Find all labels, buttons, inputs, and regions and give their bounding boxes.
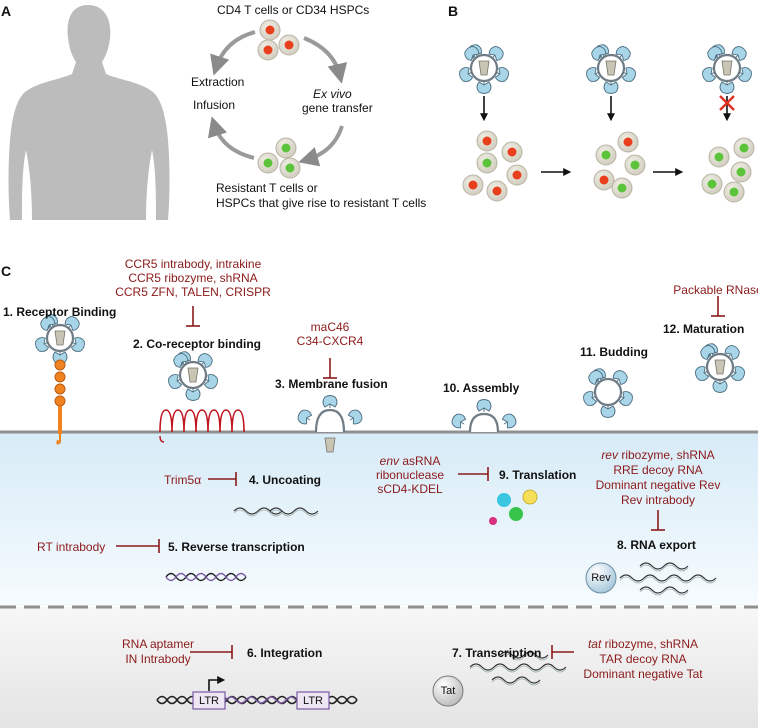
fusion-virus [295, 395, 365, 453]
rev-gene-label: rev [601, 448, 618, 462]
step-12-label: 12. Maturation [663, 322, 745, 336]
gene-transfer-label: gene transfer [302, 101, 373, 115]
transcription-inhibitor-2: TAR decoy RNA [599, 652, 687, 666]
maturation-inhibitor: Packable RNase [673, 283, 758, 297]
fusion-inhibitor-2: C34-CXCR4 [296, 334, 364, 348]
translation-inhibitor-2: ribonuclease [375, 468, 445, 482]
step-5-label: 5. Reverse transcription [168, 540, 305, 554]
env-inhibitor-rest: asRNA [399, 454, 441, 468]
rev-label: Rev [591, 572, 611, 584]
export-inhibitor-4: Rev intrabody [620, 493, 696, 507]
cell-cluster-bottom [257, 137, 301, 179]
coreceptor-inhibitor-3: CCR5 ZFN, TALEN, CRISPR [115, 285, 271, 299]
inhibition-bars [116, 296, 725, 659]
step-9-label: 9. Translation [499, 468, 577, 482]
step-2-label: 2. Co-receptor binding [133, 337, 262, 351]
ccr5-coreceptor [159, 349, 245, 443]
panel-b-label: B [448, 3, 459, 19]
env-gene-label: env [379, 454, 399, 468]
ex-vivo-label: Ex vivo [313, 87, 352, 101]
integration-inhibitor-2: IN Intrabody [125, 652, 191, 666]
rev-inhibitor-rest: ribozyme, shRNA [617, 448, 715, 462]
transcription-inhibitor-3: Dominant negative Tat [583, 667, 703, 681]
export-inhibitor-2: RRE decoy RNA [613, 463, 703, 477]
export-inhibitor-3: Dominant negative Rev [595, 478, 721, 492]
integrated-dna [156, 676, 358, 710]
mature-virus [694, 341, 747, 392]
budding-virus [582, 366, 635, 417]
step-11-label: 11. Budding [580, 345, 649, 359]
coreceptor-inhibitor-2: CCR5 ribozyme, shRNA [128, 271, 258, 285]
resistant-label-2: HSPCs that give rise to resistant T cell… [216, 196, 427, 210]
cd4-receptor [34, 312, 87, 445]
cycle-arrows [207, 30, 348, 167]
nucleus-region [0, 607, 758, 728]
panel-b-cells-1 [462, 130, 528, 202]
step-10-label: 10. Assembly [443, 381, 520, 395]
rt-inhibitor: RT intrabody [37, 540, 106, 554]
step-4-label: 4. Uncoating [249, 473, 322, 487]
extraction-label: Extraction [191, 75, 245, 89]
tat-inhibitor-rest: ribozyme, shRNA [601, 637, 699, 651]
translation-inhibitor-3: sCD4-KDEL [377, 482, 443, 496]
panel-b-viruses [458, 42, 754, 93]
transcription-inhibitor-1: tat ribozyme, shRNA [568, 637, 718, 651]
ltr-label-left: LTR [199, 695, 219, 707]
panel-b-cells-2 [593, 131, 646, 199]
coreceptor-inhibitor-1: CCR5 intrabody, intrakine [124, 257, 262, 271]
fusion-inhibitor-1: maC46 [310, 320, 350, 334]
human-silhouette [8, 5, 170, 220]
panel-a-label: A [1, 3, 12, 19]
uncoating-inhibitor: Trim5α [164, 473, 202, 487]
rt-dna [165, 572, 247, 582]
infusion-label: Infusion [193, 98, 236, 112]
tat-gene-label: tat [587, 637, 602, 651]
cell-source-label: CD4 T cells or CD34 HSPCs [217, 3, 370, 17]
translation-inhibitor-1: env asRNA [360, 454, 460, 468]
tat-label: Tat [440, 685, 456, 697]
panel-b-cells-3 [701, 137, 755, 203]
resistant-label-1: Resistant T cells or [216, 181, 318, 195]
integration-inhibitor-1: RNA aptamer [121, 637, 195, 651]
panel-b-arrows [480, 96, 731, 176]
ltr-label-right: LTR [303, 695, 323, 707]
rev-protein [585, 562, 617, 594]
step-1-label: 1. Receptor Binding [3, 305, 117, 319]
export-inhibitor-1: rev ribozyme, shRNA [588, 448, 728, 462]
step-7-label: 7. Transcription [452, 646, 542, 660]
assembly-bud [449, 399, 519, 433]
block-x-icon [719, 95, 735, 111]
cell-cluster-top [257, 19, 300, 61]
protein-dots [489, 489, 538, 525]
step-6-label: 6. Integration [247, 646, 323, 660]
step-8-label: 8. RNA export [617, 538, 696, 552]
tat-protein [432, 675, 464, 707]
panel-c-label: C [1, 263, 12, 279]
step-3-label: 3. Membrane fusion [275, 377, 388, 391]
